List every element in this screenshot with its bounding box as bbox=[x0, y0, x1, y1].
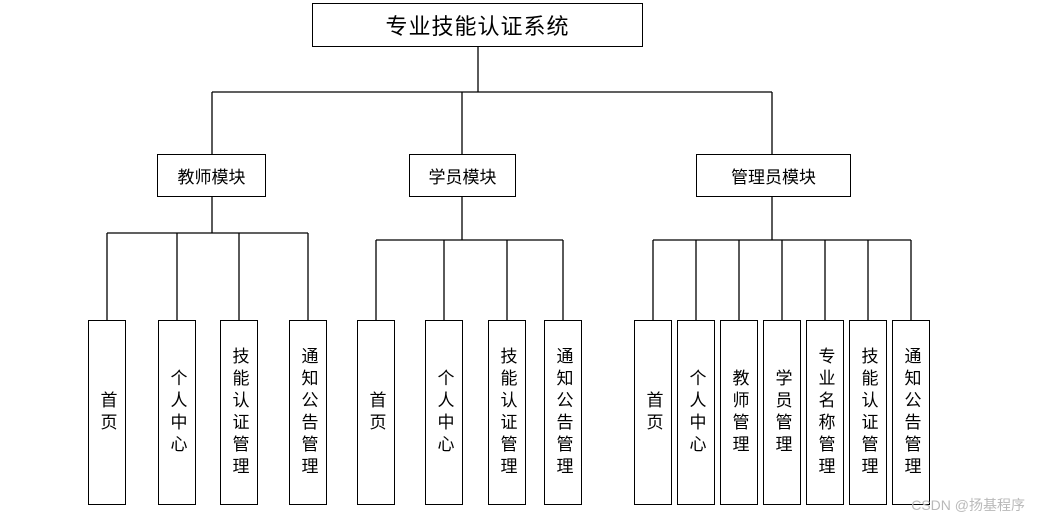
module-student-label: 学员模块 bbox=[428, 168, 497, 188]
leaf-label: 个人中心 bbox=[685, 368, 706, 457]
student-leaf-skill-cert: 技能认证管理 bbox=[488, 320, 526, 505]
leaf-label: 通知公告管理 bbox=[552, 346, 573, 479]
leaf-label: 通知公告管理 bbox=[297, 346, 318, 479]
root-node: 专业技能认证系统 bbox=[312, 3, 643, 47]
leaf-label: 技能认证管理 bbox=[496, 346, 517, 479]
leaf-label: 个人中心 bbox=[166, 368, 187, 457]
root-label: 专业技能认证系统 bbox=[385, 15, 570, 40]
leaf-label: 首页 bbox=[642, 390, 663, 435]
leaf-label: 个人中心 bbox=[433, 368, 454, 457]
teacher-leaf-skill-cert: 技能认证管理 bbox=[220, 320, 258, 505]
student-leaf-notice: 通知公告管理 bbox=[544, 320, 582, 505]
admin-leaf-major-mgmt: 专业名称管理 bbox=[806, 320, 844, 505]
module-admin: 管理员模块 bbox=[696, 154, 851, 197]
student-leaf-home: 首页 bbox=[357, 320, 395, 505]
teacher-leaf-notice: 通知公告管理 bbox=[289, 320, 327, 505]
teacher-leaf-home: 首页 bbox=[88, 320, 126, 505]
teacher-leaf-profile: 个人中心 bbox=[158, 320, 196, 505]
student-leaf-profile: 个人中心 bbox=[425, 320, 463, 505]
admin-leaf-notice: 通知公告管理 bbox=[892, 320, 930, 505]
leaf-label: 首页 bbox=[96, 390, 117, 435]
module-admin-label: 管理员模块 bbox=[731, 168, 816, 188]
module-teacher-label: 教师模块 bbox=[177, 168, 246, 188]
admin-leaf-teacher-mgmt: 教师管理 bbox=[720, 320, 758, 505]
module-student: 学员模块 bbox=[409, 154, 516, 197]
watermark: CSDN @扬基程序 bbox=[911, 497, 1025, 513]
admin-leaf-profile: 个人中心 bbox=[677, 320, 715, 505]
admin-leaf-home: 首页 bbox=[634, 320, 672, 505]
leaf-label: 通知公告管理 bbox=[900, 346, 921, 479]
leaf-label: 学员管理 bbox=[771, 368, 792, 457]
admin-leaf-skill-cert: 技能认证管理 bbox=[849, 320, 887, 505]
leaf-label: 专业名称管理 bbox=[814, 346, 835, 479]
module-teacher: 教师模块 bbox=[157, 154, 266, 197]
leaf-label: 教师管理 bbox=[728, 368, 749, 457]
leaf-label: 首页 bbox=[365, 390, 386, 435]
leaf-label: 技能认证管理 bbox=[228, 346, 249, 479]
admin-leaf-student-mgmt: 学员管理 bbox=[763, 320, 801, 505]
leaf-label: 技能认证管理 bbox=[857, 346, 878, 479]
